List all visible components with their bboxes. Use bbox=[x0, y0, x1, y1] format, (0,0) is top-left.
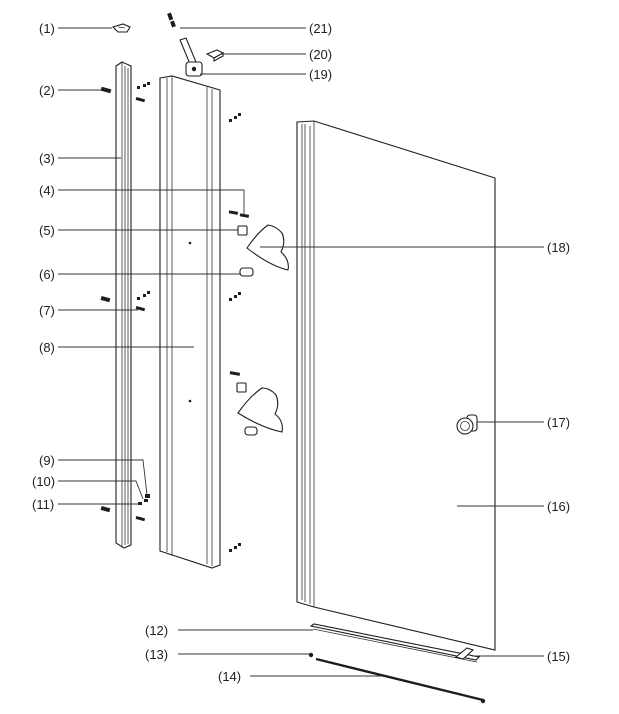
part-15-end-stop bbox=[454, 647, 475, 660]
part-9-10-11-small-screws bbox=[138, 494, 150, 505]
part-19-pivot-hinge bbox=[179, 37, 203, 77]
part-2-screws bbox=[100, 86, 112, 94]
part-4-screws bbox=[228, 210, 250, 218]
callout-11: (11) bbox=[32, 497, 54, 512]
callout-16: (16) bbox=[547, 499, 570, 514]
callout-21: (21) bbox=[309, 21, 332, 36]
part-20-hinge-cover bbox=[205, 49, 225, 62]
callout-8: (8) bbox=[39, 340, 55, 355]
part-12-bottom-seal bbox=[309, 623, 481, 663]
part-5-plug bbox=[237, 225, 248, 236]
callout-1: (1) bbox=[39, 21, 55, 36]
callout-7: (7) bbox=[39, 303, 55, 318]
callout-4: (4) bbox=[39, 183, 55, 198]
callout-19: (19) bbox=[309, 67, 332, 82]
callout-12: (12) bbox=[145, 623, 168, 638]
callout-10: (10) bbox=[32, 474, 55, 489]
callout-5: (5) bbox=[39, 223, 55, 238]
callout-labels: (1) (2) (3) (4) (5) (6) (7) (8) (9) (10)… bbox=[32, 21, 570, 684]
callout-17: (17) bbox=[547, 415, 570, 430]
callout-9: (9) bbox=[39, 453, 55, 468]
part-14-threshold-rail bbox=[315, 657, 486, 704]
part-8-fixed-panel bbox=[159, 75, 221, 569]
part-wall-channel-fixings bbox=[100, 82, 150, 522]
callout-6: (6) bbox=[39, 267, 55, 282]
part-18-corner-shelf bbox=[246, 224, 289, 271]
part-3-wall-channel bbox=[115, 61, 132, 549]
part-16-door-glass bbox=[296, 120, 496, 651]
part-6-anchor bbox=[239, 267, 254, 277]
part-1-clip bbox=[111, 23, 131, 33]
callout-2: (2) bbox=[39, 83, 55, 98]
callout-18: (18) bbox=[547, 240, 570, 255]
leader-lines bbox=[58, 27, 544, 677]
callout-14: (14) bbox=[218, 669, 241, 684]
callout-20: (20) bbox=[309, 47, 332, 62]
callout-13: (13) bbox=[145, 647, 168, 662]
part-18-corner-shelf-lower bbox=[236, 382, 283, 436]
part-21-set-screw bbox=[167, 12, 176, 28]
callout-15: (15) bbox=[547, 649, 570, 664]
part-13-screw bbox=[308, 652, 314, 658]
callout-3: (3) bbox=[39, 151, 55, 166]
part-panel-fixings bbox=[229, 113, 241, 552]
part-17-knob bbox=[456, 414, 478, 435]
